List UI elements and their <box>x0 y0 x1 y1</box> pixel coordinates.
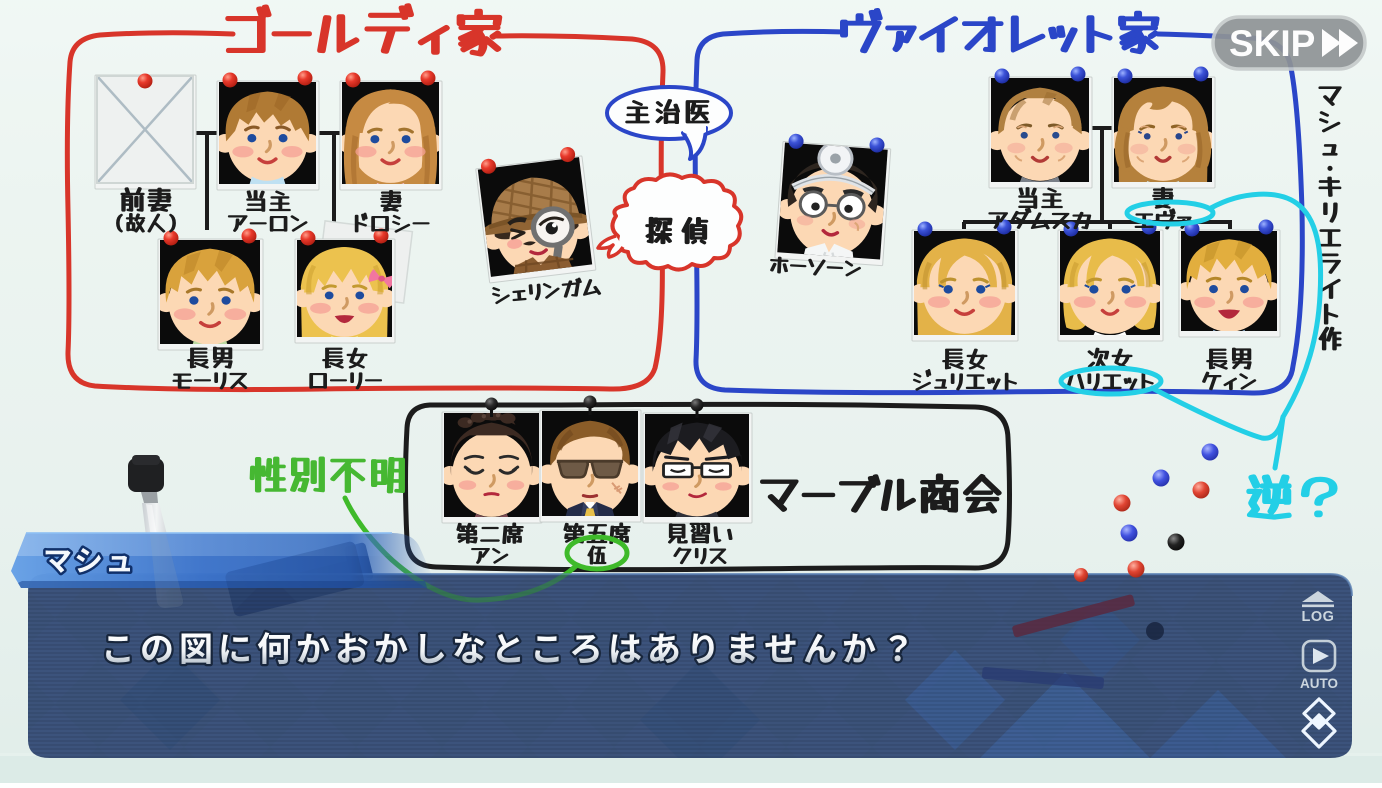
svg-text:LOG: LOG <box>1302 609 1335 625</box>
svg-text:AUTO: AUTO <box>1300 676 1338 691</box>
svg-text:SKIP: SKIP <box>1229 23 1315 64</box>
